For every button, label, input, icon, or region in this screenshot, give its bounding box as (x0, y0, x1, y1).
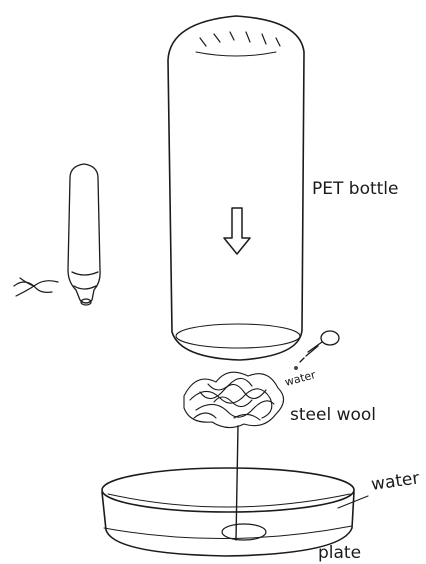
small-bottle (68, 164, 100, 305)
water-drop-label: water (283, 368, 317, 389)
wool-stem (236, 426, 238, 540)
down-arrow-icon (224, 208, 250, 254)
steel-wool (184, 372, 284, 427)
pet-bottle-label: PET bottle (312, 179, 399, 199)
plate-label: plate (318, 543, 361, 563)
water-plate-label: water (370, 468, 421, 495)
dropper-icon (295, 331, 339, 369)
steel-wool-label: steel wool (290, 405, 376, 425)
bottle-cap-icon (14, 278, 58, 296)
pet-bottle (168, 16, 304, 360)
plate (102, 468, 354, 556)
